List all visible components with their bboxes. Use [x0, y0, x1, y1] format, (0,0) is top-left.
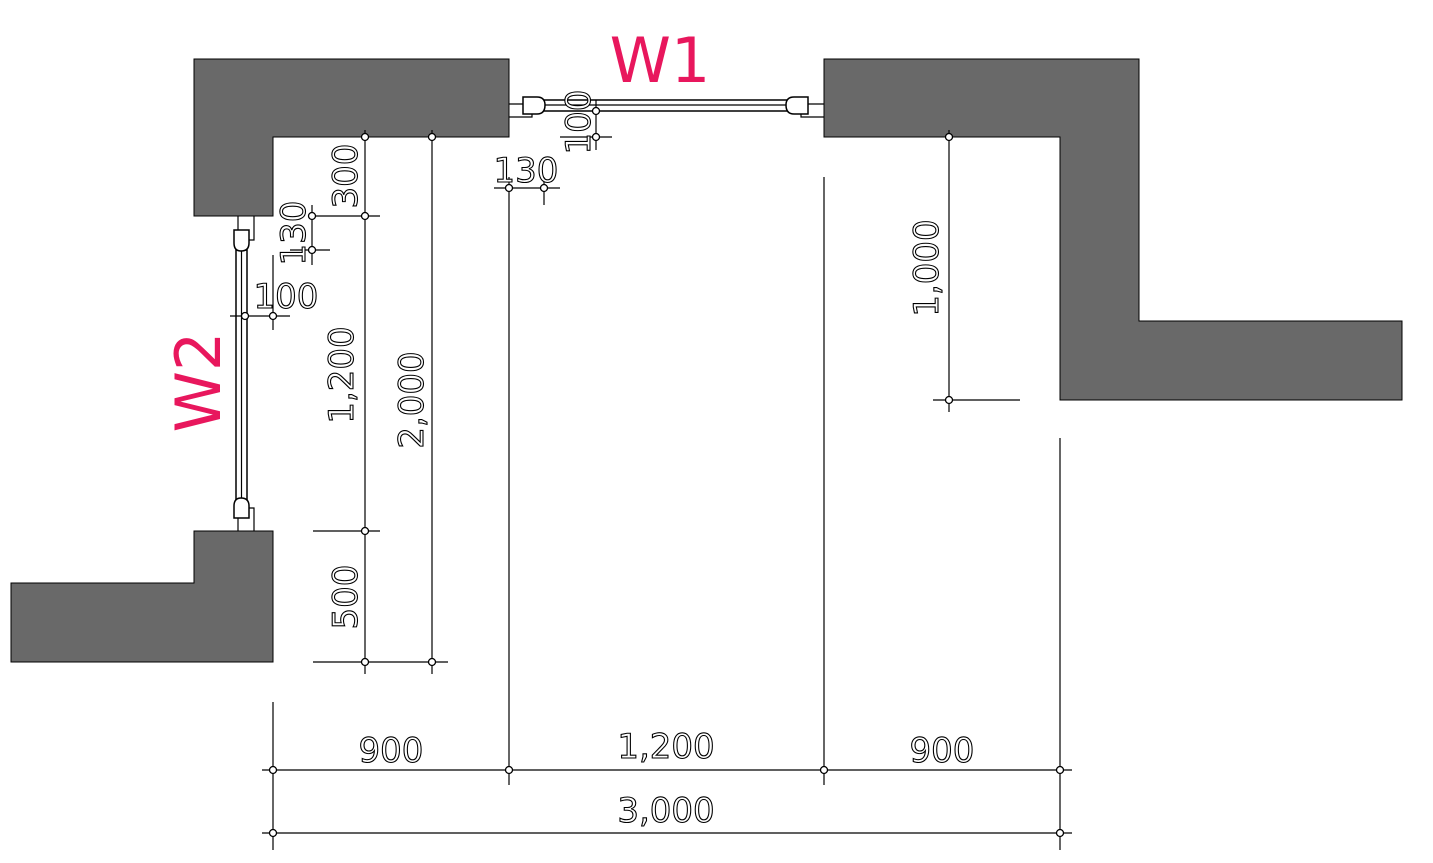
dim-bottom-right: 900 — [910, 731, 975, 771]
dim-left-total: 2,000 — [392, 351, 432, 448]
dim-bottom-total: 3,000 — [617, 791, 714, 831]
wall-right — [823, 58, 1403, 401]
dim-w1-depth: 100 — [559, 90, 599, 155]
dim-w1-offset: 130 — [494, 151, 559, 191]
window-w2 — [233, 216, 255, 531]
window-tag-w2: W2 — [162, 332, 235, 433]
window-w1 — [509, 96, 824, 118]
window-tag-w1: W1 — [610, 24, 711, 97]
wall-bottom-left — [10, 530, 274, 663]
dim-w2-depth: 100 — [254, 277, 319, 317]
dim-w2-offset: 130 — [274, 201, 314, 266]
dimension-lines — [230, 100, 1072, 850]
dim-left-window: 1,200 — [322, 326, 362, 423]
wall-top-left — [193, 58, 510, 217]
dim-bottom-middle: 1,200 — [617, 727, 714, 767]
dim-left-top: 300 — [326, 144, 366, 209]
dim-left-bottom: 500 — [326, 565, 366, 630]
dimension-points — [240, 106, 1065, 838]
dim-bottom-left: 900 — [359, 731, 424, 771]
dim-right-offset: 1,000 — [907, 219, 947, 316]
